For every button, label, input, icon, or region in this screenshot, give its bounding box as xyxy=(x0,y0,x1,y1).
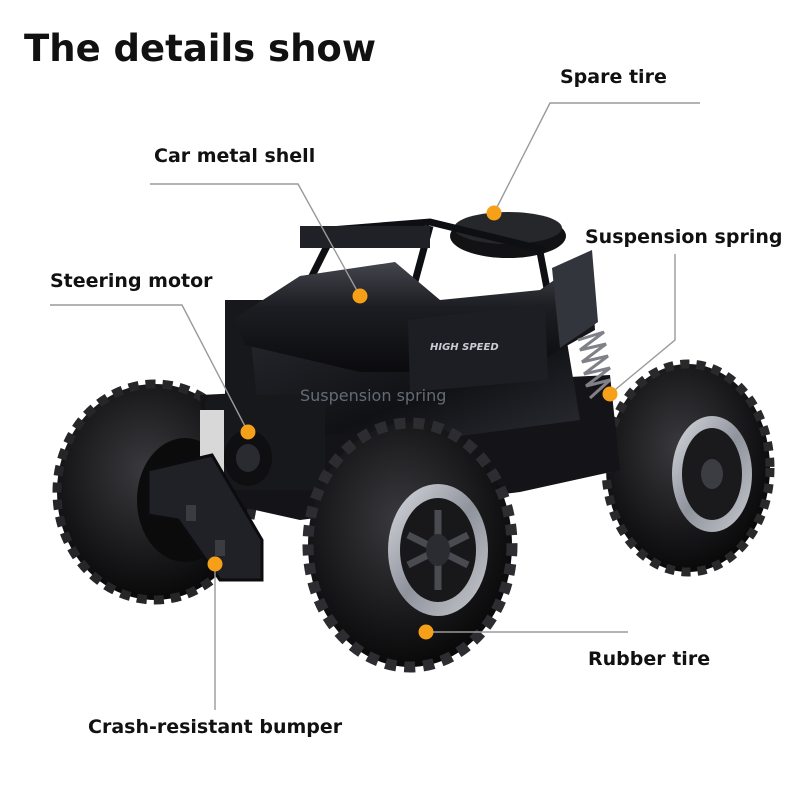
suspension-spring-dot xyxy=(602,386,618,402)
car-metal-shell-dot xyxy=(352,288,368,304)
label-suspension-spring: Suspension spring xyxy=(585,226,783,248)
front-right-tire xyxy=(302,417,518,673)
crash-resistant-bumper-part xyxy=(146,453,264,582)
spare-tire xyxy=(450,212,566,258)
steering-motor-part xyxy=(200,395,325,490)
high-speed-badge: HIGH SPEED xyxy=(430,342,499,353)
car-metal-shell xyxy=(235,250,598,392)
light-bar xyxy=(300,226,430,248)
label-steering-motor: Steering motor xyxy=(50,270,213,292)
suspension-spring-part xyxy=(577,330,612,400)
crash-resistant-bumper-dot xyxy=(207,556,223,572)
label-car-metal-shell: Car metal shell xyxy=(154,145,316,167)
label-crash-resistant-bumper: Crash-resistant bumper xyxy=(88,716,343,738)
rear-right-tire xyxy=(601,359,775,577)
steering-motor-dot xyxy=(240,424,256,440)
page-title: The details show xyxy=(24,27,377,70)
overlay-watermark-text: Suspension spring xyxy=(300,386,447,405)
spare-tire-dot xyxy=(486,205,502,221)
label-rubber-tire: Rubber tire xyxy=(588,648,711,670)
callout-dots xyxy=(207,205,618,640)
callout-lines xyxy=(50,102,700,710)
rubber-tire-dot xyxy=(418,624,434,640)
label-spare-tire: Spare tire xyxy=(560,66,667,88)
